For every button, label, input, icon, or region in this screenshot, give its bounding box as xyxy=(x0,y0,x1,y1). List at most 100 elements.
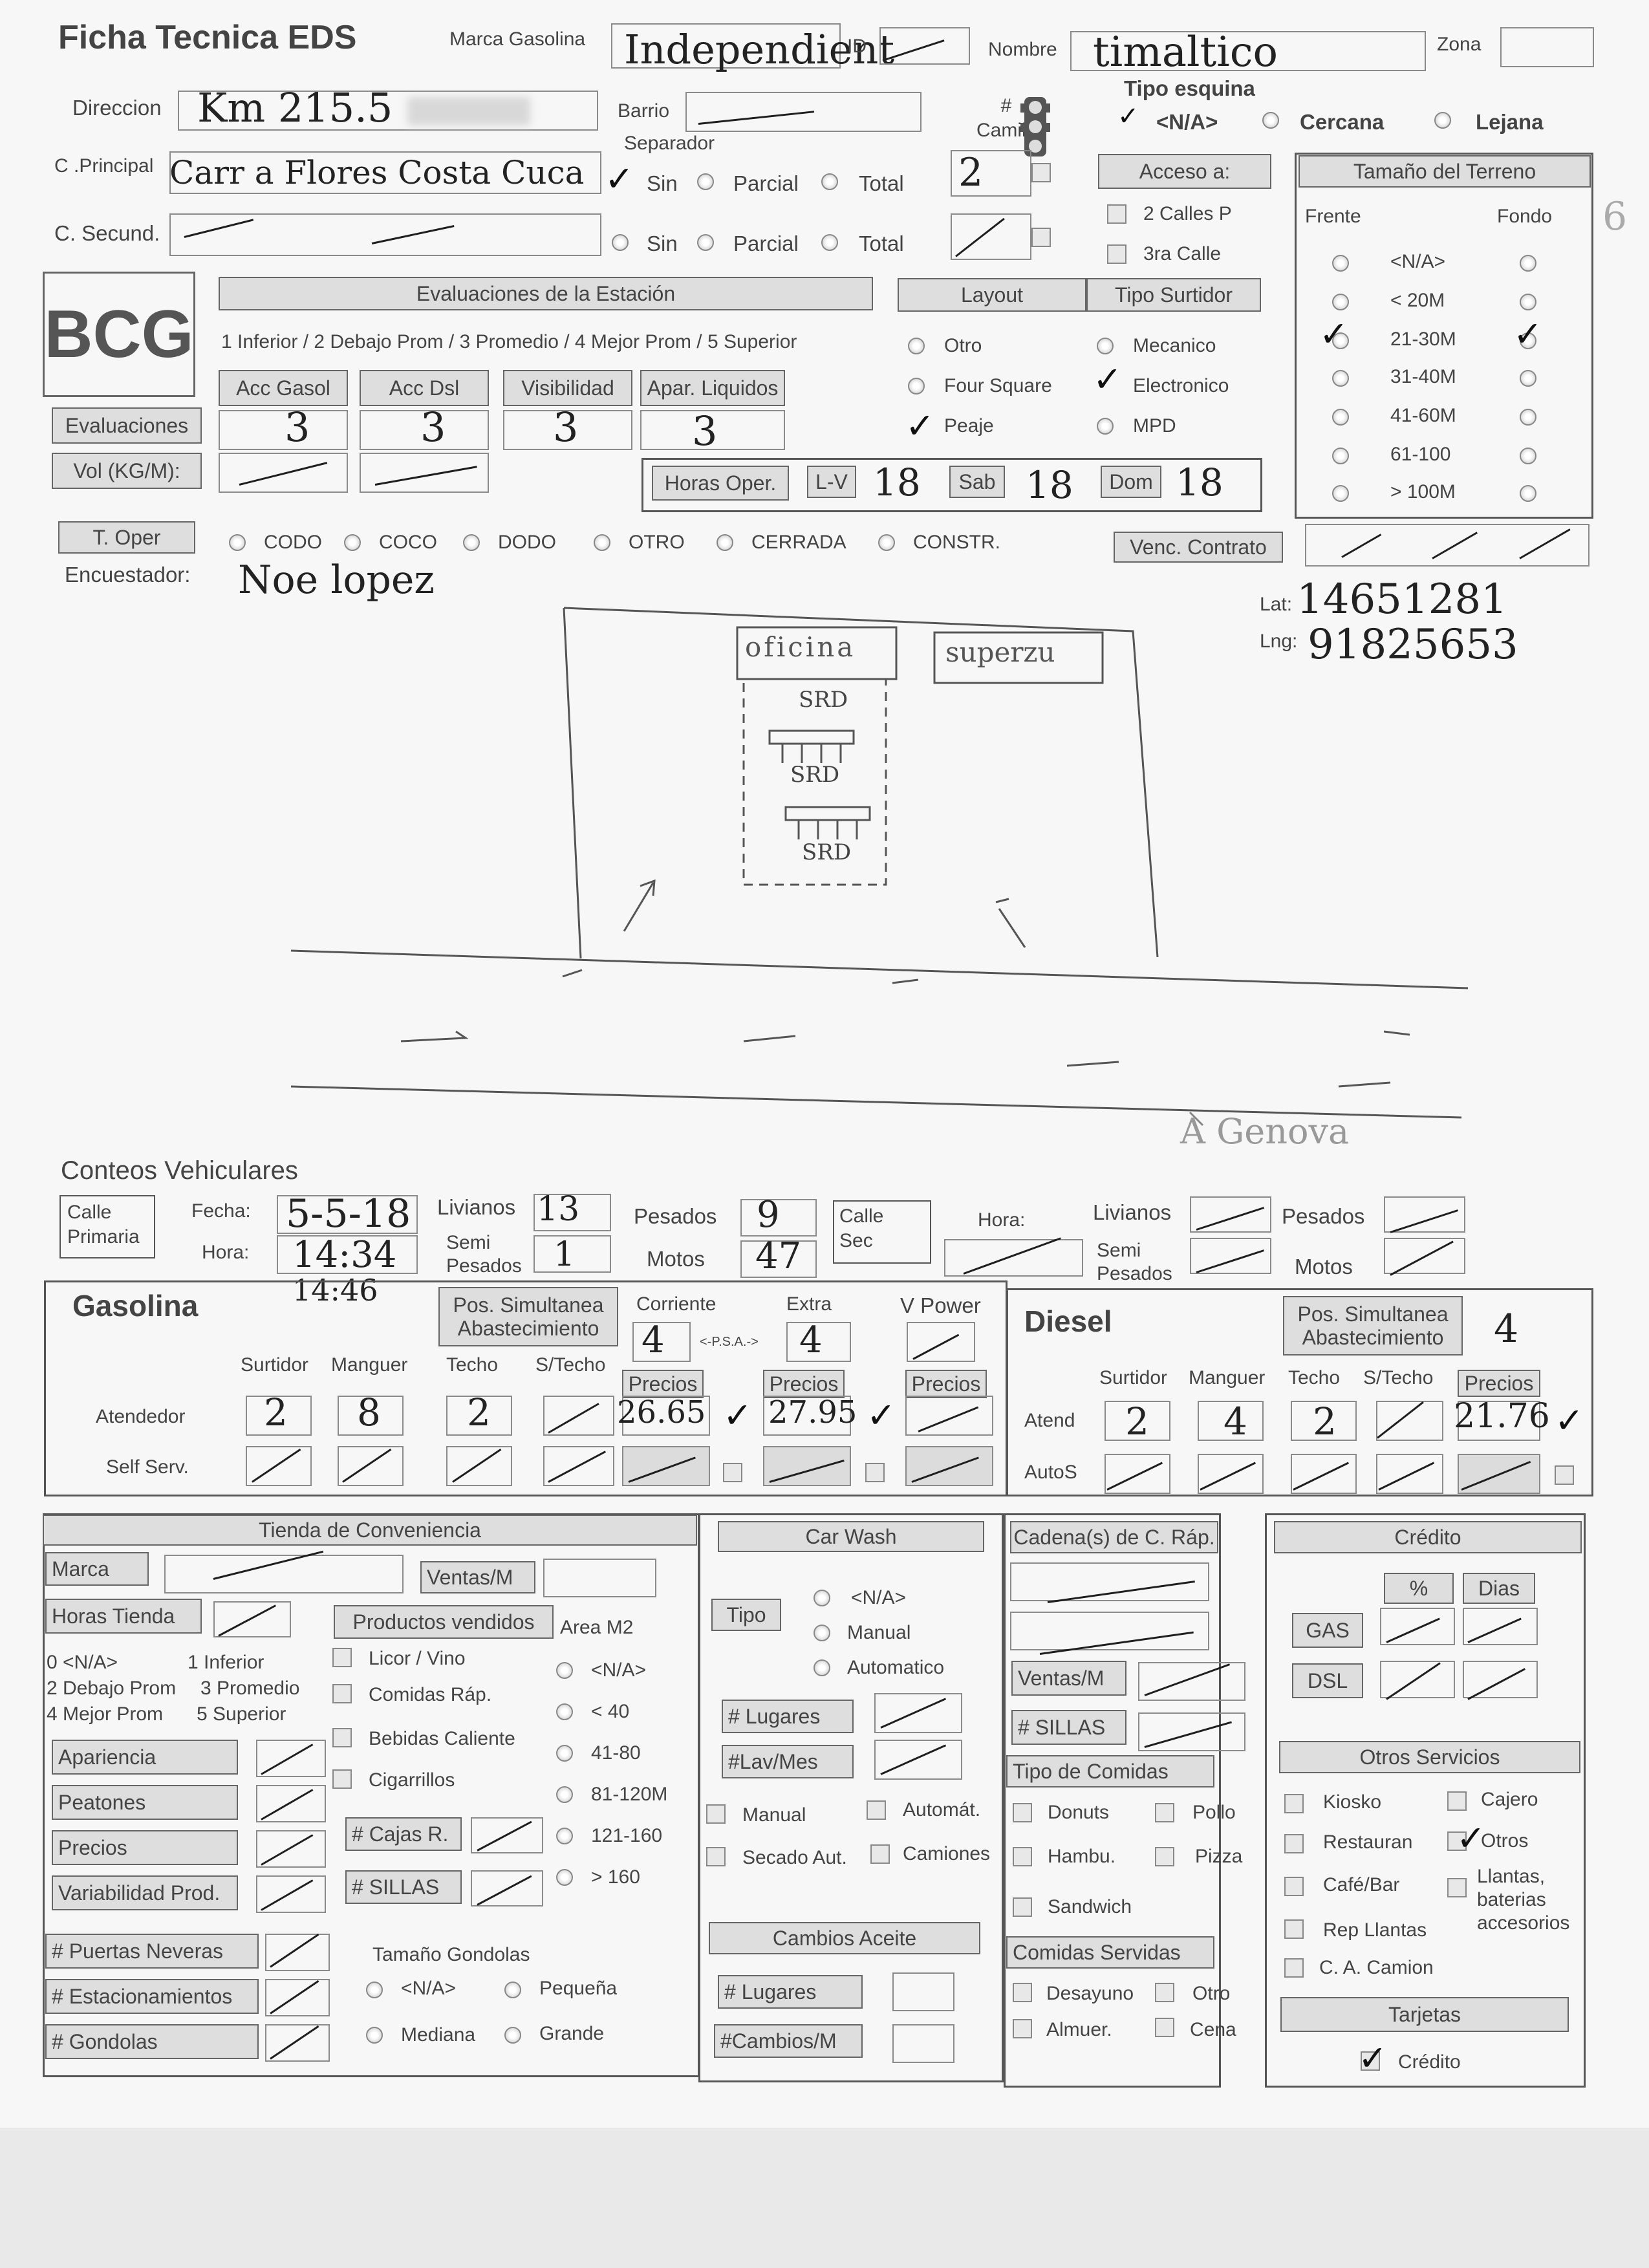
acceso-3ra-check[interactable] xyxy=(1107,244,1126,264)
livianos-sec-field[interactable] xyxy=(1190,1196,1271,1233)
gas-atend-surtidor-field[interactable] xyxy=(246,1396,312,1436)
tienda-eval-field[interactable] xyxy=(256,1785,326,1822)
carwash-secado-check[interactable] xyxy=(706,1847,726,1866)
terreno-fondo-radio[interactable] xyxy=(1520,255,1536,272)
credito-gas-pct[interactable] xyxy=(1380,1608,1455,1645)
tam-pequena-radio[interactable] xyxy=(504,1982,521,1998)
cadena-ventas-field[interactable] xyxy=(1138,1662,1245,1701)
camiones2-check[interactable] xyxy=(1031,228,1051,247)
terreno-frente-radio[interactable] xyxy=(1332,332,1349,349)
hora-sec-field[interactable] xyxy=(944,1239,1083,1277)
cena-check[interactable] xyxy=(1155,2018,1174,2037)
sandwich-check[interactable] xyxy=(1013,1897,1032,1917)
kiosko-check[interactable] xyxy=(1284,1794,1304,1813)
area-radio[interactable] xyxy=(556,1745,573,1762)
surtidor-mpd-radio[interactable] xyxy=(1097,418,1114,435)
t-oper-radio[interactable] xyxy=(594,534,610,551)
credito-dsl-dias[interactable] xyxy=(1463,1661,1538,1698)
terreno-fondo-radio[interactable] xyxy=(1520,332,1536,349)
gondolas-field[interactable] xyxy=(265,2024,330,2062)
tam-grande-radio[interactable] xyxy=(504,2027,521,2044)
dsl-atend-techo-field[interactable] xyxy=(1291,1401,1357,1441)
carwash-lav-field[interactable] xyxy=(874,1740,962,1780)
layout-four-square-radio[interactable] xyxy=(908,378,925,394)
tienda-marca-field[interactable] xyxy=(164,1555,404,1593)
gas-precio-corriente-field[interactable] xyxy=(622,1396,710,1436)
producto-check[interactable] xyxy=(332,1684,352,1703)
terreno-fondo-radio[interactable] xyxy=(1520,409,1536,426)
hambu-check[interactable] xyxy=(1013,1847,1032,1866)
barrio-field[interactable] xyxy=(685,92,921,132)
donuts-check[interactable] xyxy=(1013,1803,1032,1822)
gas-self-techo-field[interactable] xyxy=(446,1446,512,1486)
terreno-frente-radio[interactable] xyxy=(1332,448,1349,464)
gas-atend-techo-field[interactable] xyxy=(446,1396,512,1436)
camiones-field[interactable] xyxy=(951,150,1031,197)
terreno-frente-radio[interactable] xyxy=(1332,255,1349,272)
dsl-autos-techo-field[interactable] xyxy=(1291,1454,1357,1494)
dsl-autos-stecho-field[interactable] xyxy=(1376,1454,1443,1494)
vpower-field[interactable] xyxy=(907,1322,975,1362)
tienda-ventas-field[interactable] xyxy=(543,1559,656,1597)
layout-otro-radio[interactable] xyxy=(908,338,925,354)
extra-field[interactable] xyxy=(786,1322,851,1362)
cajero-check[interactable] xyxy=(1447,1791,1467,1811)
carwash-na-radio[interactable] xyxy=(814,1590,830,1606)
sep2-total-radio[interactable] xyxy=(821,234,838,251)
direccion-field[interactable] xyxy=(178,91,598,131)
sep1-total-radio[interactable] xyxy=(821,173,838,190)
c-secund-field[interactable] xyxy=(169,213,601,256)
cajas-field[interactable] xyxy=(471,1817,543,1853)
pollo-check[interactable] xyxy=(1155,1803,1174,1822)
dsl-atend-stecho-field[interactable] xyxy=(1376,1401,1443,1441)
esquina-lejana-radio[interactable] xyxy=(1434,112,1451,129)
hora-field[interactable] xyxy=(277,1235,418,1274)
llantas-check[interactable] xyxy=(1447,1878,1467,1897)
carwash-manual-radio[interactable] xyxy=(814,1625,830,1641)
carwash-lugares-field[interactable] xyxy=(874,1693,962,1733)
terreno-frente-radio[interactable] xyxy=(1332,409,1349,426)
otro-check[interactable] xyxy=(1155,1983,1174,2002)
nombre-field[interactable] xyxy=(1070,31,1426,71)
area-radio[interactable] xyxy=(556,1662,573,1679)
tienda-horas-field[interactable] xyxy=(213,1601,291,1637)
dsl-autos-manguer-field[interactable] xyxy=(1198,1454,1264,1494)
area-radio[interactable] xyxy=(556,1786,573,1803)
cadena-sillas-field[interactable] xyxy=(1138,1712,1245,1751)
terreno-frente-radio[interactable] xyxy=(1332,485,1349,502)
acceso-2calles-check[interactable] xyxy=(1107,204,1126,224)
c-principal-field[interactable] xyxy=(169,151,601,194)
dsl-autos-surtidor-field[interactable] xyxy=(1105,1454,1170,1494)
semi-sec-field[interactable] xyxy=(1190,1238,1271,1274)
gas-self-surtidor-field[interactable] xyxy=(246,1446,312,1486)
pesados-field[interactable] xyxy=(740,1199,817,1237)
tienda-eval-field[interactable] xyxy=(256,1740,326,1777)
estacionamientos-field[interactable] xyxy=(265,1979,330,2016)
producto-check[interactable] xyxy=(332,1648,352,1667)
gas-atend-manguer-field[interactable] xyxy=(338,1396,404,1436)
motos-field[interactable] xyxy=(740,1240,817,1278)
terreno-frente-radio[interactable] xyxy=(1332,294,1349,310)
eval-acc-dsl-field[interactable] xyxy=(360,410,489,450)
terreno-frente-radio[interactable] xyxy=(1332,370,1349,387)
t-oper-radio[interactable] xyxy=(878,534,895,551)
restauran-check[interactable] xyxy=(1284,1834,1304,1853)
cafe-check[interactable] xyxy=(1284,1877,1304,1896)
tienda-eval-field[interactable] xyxy=(256,1875,326,1913)
tienda-eval-field[interactable] xyxy=(256,1830,326,1868)
t-oper-radio[interactable] xyxy=(229,534,246,551)
carwash-auto-radio[interactable] xyxy=(814,1659,830,1676)
surtidor-mecanico-radio[interactable] xyxy=(1097,338,1114,354)
ca-camion-check[interactable] xyxy=(1284,1958,1304,1978)
puertas-field[interactable] xyxy=(265,1934,330,1971)
cambios-lugares-field[interactable] xyxy=(892,1972,954,2011)
fecha-field[interactable] xyxy=(277,1195,418,1234)
dsl-precio-field[interactable] xyxy=(1458,1401,1540,1441)
terreno-fondo-radio[interactable] xyxy=(1520,448,1536,464)
gas-self-precio2-check[interactable] xyxy=(865,1463,885,1482)
tam-na-radio[interactable] xyxy=(366,1982,383,1998)
livianos-field[interactable] xyxy=(534,1194,611,1231)
carwash-automat-check[interactable] xyxy=(867,1800,886,1820)
area-radio[interactable] xyxy=(556,1869,573,1886)
camiones-check[interactable] xyxy=(1031,163,1051,182)
